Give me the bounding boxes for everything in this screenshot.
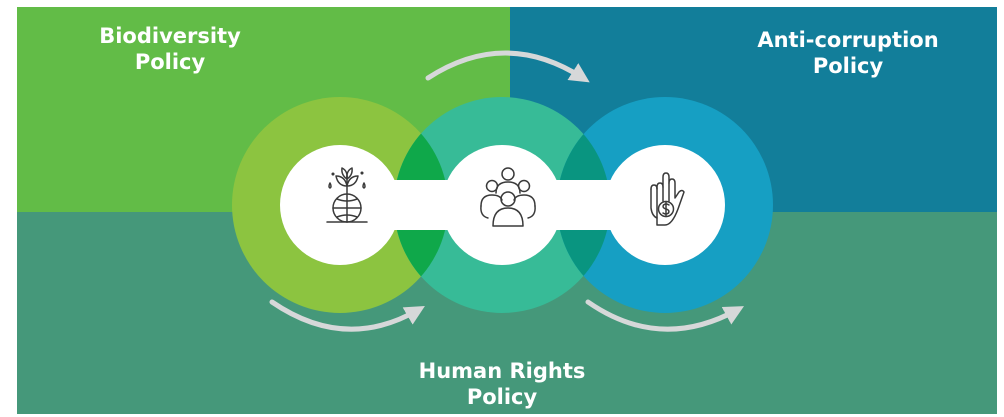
human-rights-label-line2: Policy bbox=[466, 385, 538, 409]
anti-corruption-label-line2: Policy bbox=[812, 54, 884, 78]
plant-globe-icon bbox=[326, 167, 368, 223]
anti-corruption-policy-label: Anti-corruption Policy bbox=[740, 27, 956, 79]
white-chain bbox=[280, 145, 725, 265]
human-rights-label-line1: Human Rights bbox=[418, 359, 586, 383]
arrow-bottom-left bbox=[269, 299, 425, 332]
arrow-bottom-right bbox=[585, 299, 745, 332]
hand-dollar-icon bbox=[650, 172, 685, 226]
arrow-top bbox=[425, 50, 590, 83]
human-rights-policy-label: Human Rights Policy bbox=[400, 358, 604, 410]
biodiversity-label-line1: Biodiversity bbox=[99, 24, 241, 48]
people-group-icon bbox=[480, 167, 536, 227]
biodiversity-policy-label: Biodiversity Policy bbox=[70, 23, 270, 75]
anti-corruption-label-line1: Anti-corruption bbox=[757, 28, 939, 52]
biodiversity-label-line2: Policy bbox=[134, 50, 206, 74]
